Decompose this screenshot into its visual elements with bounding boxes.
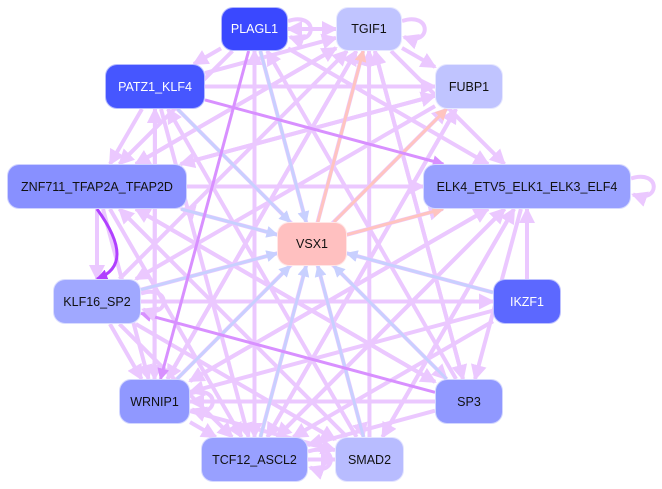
node-patz1_klf4[interactable]: PATZ1_KLF4 (105, 64, 205, 109)
self-loop-TCF12_ASCL2 (307, 447, 333, 480)
node-label: TGIF1 (351, 22, 387, 36)
edge-FUBP1-to-ZNF711_TFAP2A_TFAP2D (178, 93, 436, 169)
self-loop-KLF16_SP2 (140, 289, 166, 322)
node-label: ELK4_ETV5_ELK1_ELK3_ELF4 (436, 179, 618, 194)
node-fubp1[interactable]: FUBP1 (435, 64, 503, 109)
node-plagl1[interactable]: PLAGL1 (221, 7, 288, 51)
node-ikzf1[interactable]: IKZF1 (493, 279, 561, 324)
edge-TGIF1-to-ZNF711_TFAP2A_TFAP2D (134, 46, 338, 166)
edge-SP3-to-ZNF711_TFAP2A_TFAP2D (134, 207, 437, 384)
edge-IKZF1-to-VSX1 (345, 250, 494, 294)
node-sp3[interactable]: SP3 (435, 379, 503, 424)
edge-SMAD2-to-PATZ1_KLF4 (166, 107, 359, 438)
node-label: PATZ1_KLF4 (118, 79, 192, 94)
node-wrnip1[interactable]: WRNIP1 (119, 379, 190, 424)
edge-KLF16_SP2-to-WRNIP1 (108, 323, 144, 381)
edge-PLAGL1-to-VSX1 (258, 50, 310, 224)
node-label: TCF12_ASCL2 (212, 452, 297, 467)
edge-FUBP1-to-KLF16_SP2 (134, 104, 437, 281)
edge-FUBP1-to-TCF12_ASCL2 (265, 108, 458, 439)
node-label: ZNF711_TFAP2A_TFAP2D (21, 179, 173, 194)
edge-ZNF711_TFAP2A_TFAP2D-to-KLF16_SP2 (95, 208, 119, 281)
edge-ZNF711_TFAP2A_TFAP2D-to-VSX1 (180, 207, 279, 238)
edge-PLAGL1-to-WRNIP1 (157, 50, 251, 381)
self-loop-ELK4_ETV5_ELK1_ELK3_ELF4 (630, 174, 656, 207)
edge-ELK4_ETV5_ELK1_ELK3_ELF4-to-WRNIP1 (188, 207, 490, 383)
node-label: KLF16_SP2 (63, 294, 131, 309)
edge-PLAGL1-to-PATZ1_KLF4 (192, 46, 223, 66)
node-label: WRNIP1 (130, 394, 179, 409)
node-tgif1[interactable]: TGIF1 (336, 7, 402, 51)
node-label: IKZF1 (509, 294, 545, 309)
node-smad2[interactable]: SMAD2 (335, 437, 404, 482)
edge-VSX1-to-FUBP1 (332, 107, 448, 224)
edge-KLF16_SP2-to-VSX1 (140, 250, 279, 292)
node-label: SP3 (457, 394, 481, 409)
edge-SP3-to-VSX1 (332, 264, 448, 381)
node-elk4_etv5_elk1_elk3_elf4[interactable]: ELK4_ETV5_ELK1_ELK3_ELF4 (423, 164, 631, 209)
edge-TGIF1-to-FUBP1 (401, 46, 437, 69)
edge-VSX1-to-ELK4_ETV5_ELK1_ELK3_ELF4 (346, 205, 445, 237)
node-label: FUBP1 (448, 79, 490, 94)
node-label: PLAGL1 (230, 22, 279, 36)
node-label: VSX1 (296, 237, 328, 251)
node-znf711_tfap2a_tfap2d[interactable]: ZNF711_TFAP2A_TFAP2D (7, 164, 187, 209)
edge-SP3-to-KLF16_SP2 (139, 310, 436, 394)
self-loop-WRNIP1 (189, 389, 215, 422)
edge-SMAD2-to-VSX1 (314, 264, 365, 438)
edge-PATZ1_KLF4-to-ZNF711_TFAP2A_TFAP2D (108, 107, 144, 166)
edge-SP3-to-PLAGL1 (265, 49, 458, 380)
edge-WRNIP1-to-TCF12_ASCL2 (188, 420, 218, 439)
node-label: SMAD2 (347, 452, 392, 467)
node-tcf12_ascl2[interactable]: TCF12_ASCL2 (201, 437, 308, 482)
node-klf16_sp2[interactable]: KLF16_SP2 (53, 279, 141, 324)
edge-WRNIP1-to-VSX1 (175, 264, 292, 381)
edge-PATZ1_KLF4-to-ELK4_ETV5_ELK1_ELK3_ELF4 (204, 98, 445, 168)
node-vsx1[interactable]: VSX1 (277, 222, 347, 266)
edge-PATZ1_KLF4-to-VSX1 (176, 107, 292, 224)
self-loop-PLAGL1 (287, 17, 313, 50)
edge-TGIF1-to-WRNIP1 (165, 50, 359, 381)
self-loop-TGIF1 (401, 17, 427, 50)
